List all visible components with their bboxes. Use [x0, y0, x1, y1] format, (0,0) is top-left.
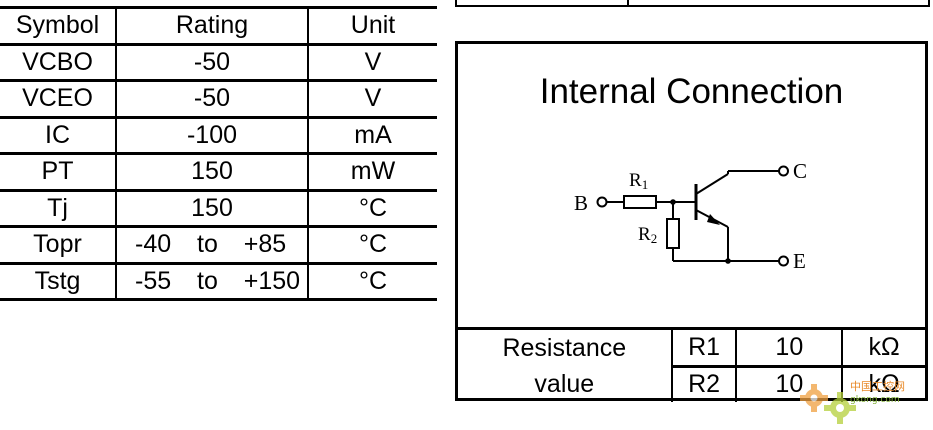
resistor-unit: kΩ: [842, 327, 925, 368]
base-pin-terminal: [596, 196, 608, 208]
cell-symbol: Topr: [0, 226, 117, 265]
emitter-label: E: [793, 249, 806, 273]
table-row: Resistance value R1 10 kΩ: [458, 327, 925, 402]
cell-symbol: VCBO: [0, 44, 117, 82]
table-row: VCEO -50 V: [0, 80, 437, 119]
circuit-diagram: B C E R1 R2: [574, 159, 807, 273]
cell-unit: V: [308, 44, 437, 82]
label-line-2: value: [534, 370, 595, 398]
cell-symbol: Tstg: [0, 263, 117, 301]
cell-symbol: PT: [0, 153, 117, 192]
watermark-gear-icon: [800, 384, 856, 424]
cell-symbol: IC: [0, 117, 117, 155]
r2-resistor: [666, 218, 680, 249]
cell-unit: °C: [308, 263, 437, 301]
resistor-name: R1: [671, 327, 738, 368]
absolute-max-ratings-table: Symbol Rating Unit VCBO -50 V VCEO -50 V…: [0, 6, 437, 301]
label-line-1: Resistance: [502, 334, 627, 362]
cell-rating: -50: [116, 80, 309, 119]
emitter-pin-terminal: [778, 255, 789, 267]
cell-rating: -100: [116, 117, 309, 155]
cell-symbol: VCEO: [0, 80, 117, 119]
table-row: Tj 150 °C: [0, 190, 437, 228]
cell-rating: 150: [116, 153, 309, 192]
cell-rating: -55 to +150: [116, 263, 309, 301]
panel-title: Internal Connection: [539, 72, 844, 111]
resistance-value-table: Resistance value R1 10 kΩ R2 10 kΩ: [458, 327, 925, 402]
table-row: PT 150 mW: [0, 153, 437, 192]
cell-unit: mW: [308, 153, 437, 192]
previous-table-fragment: [455, 0, 930, 7]
resistance-value-label: Resistance value: [458, 327, 673, 402]
cell-rating: -40 to +85: [116, 226, 309, 265]
cell-rating: 150: [116, 190, 309, 228]
header-symbol: Symbol: [0, 6, 117, 46]
emitter-arrow: [707, 214, 720, 225]
resistor-name: R2: [671, 366, 738, 402]
table-row: Tstg -55 to +150 °C: [0, 263, 437, 301]
cell-unit: °C: [308, 226, 437, 265]
collector-pin-terminal: [778, 165, 789, 177]
cell-rating: -50: [116, 44, 309, 82]
table-row: Topr -40 to +85 °C: [0, 226, 437, 265]
cell-unit: V: [308, 80, 437, 119]
base-label: B: [574, 191, 588, 215]
r1-label: R1: [629, 170, 648, 192]
cell-symbol: Tj: [0, 190, 117, 228]
watermark-url: gkong.com: [850, 395, 900, 405]
table-divider: [627, 0, 629, 5]
table-row: IC -100 mA: [0, 117, 437, 155]
table-row: VCBO -50 V: [0, 44, 437, 82]
r1-resistor: [623, 195, 657, 209]
collector-label: C: [793, 159, 807, 183]
cell-unit: mA: [308, 117, 437, 155]
header-unit: Unit: [308, 6, 437, 46]
r2-label: R2: [638, 224, 657, 246]
cell-unit: °C: [308, 190, 437, 228]
watermark-text: 中国工控网: [850, 380, 905, 393]
resistor-value: 10: [736, 327, 844, 368]
table-header-row: Symbol Rating Unit: [0, 6, 437, 46]
resistor-unit: kΩ: [868, 370, 900, 399]
header-rating: Rating: [116, 6, 309, 46]
internal-connection-panel: Internal Connection: [455, 41, 928, 402]
